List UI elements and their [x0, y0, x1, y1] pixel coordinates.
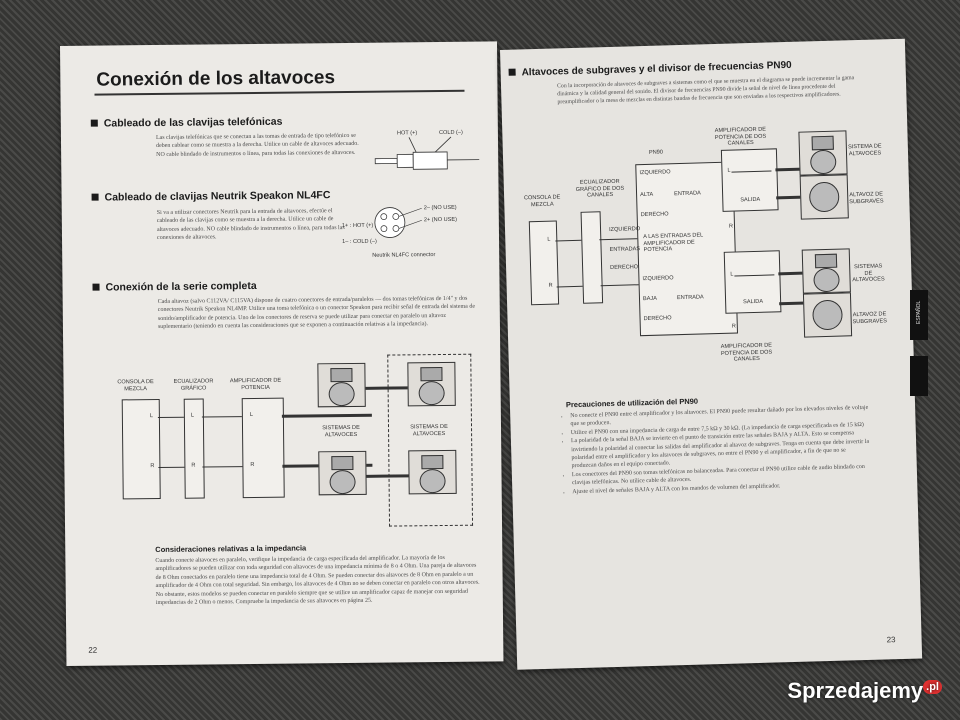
r-amp2-R: R: [731, 323, 736, 330]
right-page: Altavoces de subgraves y el divisor de f…: [500, 38, 923, 670]
speaker-cabinet: [408, 449, 457, 495]
speaker-cable: [365, 386, 408, 390]
r-eq-box: [580, 211, 604, 304]
phone-jacks-text: Las clavijas telefónicas que se conectan…: [155, 132, 359, 158]
wire: [600, 284, 639, 287]
speaker-systems-label-2: SISTEMAS DE ALTAVOCES: [410, 423, 448, 437]
console-box: [121, 398, 161, 500]
speakon-2plus-label: 2+ (NO USE): [423, 216, 457, 224]
page-title: Conexión de los altavoces: [96, 67, 336, 91]
precautions-list: No conecte el PN90 entre el amplificador…: [562, 404, 872, 497]
r-amp1-L: L: [727, 167, 731, 174]
speakon-connector-icon: [374, 207, 422, 238]
right-intro-text: Con la incorporación de altavoces de sub…: [556, 75, 855, 106]
speakon-2minus-label: 2– (NO USE): [423, 204, 457, 212]
speakon-text: Si va a utilizar conectores Neutrik para…: [156, 208, 345, 242]
r-entrada1: ENTRADA: [674, 190, 701, 198]
speaker-cabinet: [407, 361, 456, 407]
speakon-1plus-label: 1+ : HOT (+): [341, 222, 374, 230]
r-derecho1: DERECHO: [640, 211, 669, 219]
phone-plug-icon: [374, 136, 480, 170]
r-amp1-R: R: [728, 223, 734, 230]
console-L: L: [149, 413, 154, 420]
impedance-heading: Consideraciones relativas a la impedanci…: [155, 543, 307, 555]
speakon-1minus-label: 1– : COLD (–): [342, 238, 377, 246]
r-console-label: CONSOLA DE MEZCLA: [523, 194, 561, 208]
speaker-cabinet: [317, 362, 366, 408]
precautions-heading: Precauciones de utilización del PN90: [565, 396, 699, 410]
amp-R: R: [250, 461, 255, 469]
left-page: Conexión de los altavoces Cableado de la…: [60, 41, 504, 666]
r-subwoofer-label-2: ALTAVOZ DE SUBGRAVES: [852, 311, 888, 325]
r-izq1: IZQUIERDO: [639, 169, 671, 177]
section-heading-full-series: Conexión de la serie completa: [92, 280, 256, 294]
impedance-text: Cuando conecte altavoces en paralelo, ve…: [155, 554, 480, 607]
amp-L: L: [249, 411, 254, 419]
r-amp1-label: AMPLIFICADOR DE POTENCIA DE DOS CANALES: [714, 126, 767, 147]
eq-L: L: [190, 412, 195, 419]
speaker-systems-label-1: SISTEMAS DE ALTAVOCES: [322, 424, 360, 438]
r-izq3: IZQUIERDO: [642, 275, 674, 283]
r-salida1: SALIDA: [740, 196, 761, 204]
watermark-tld: .pl: [923, 680, 942, 694]
page-number-left: 22: [88, 645, 98, 655]
full-range-speaker: [801, 248, 851, 294]
section-heading-speakon: Cableado de clavijas Neutrik Speakon NL4…: [92, 189, 331, 204]
eq-box: [183, 398, 205, 499]
full-series-text: Cada altavoz (salvo C112VA/ C115VA) disp…: [157, 295, 476, 331]
r-amp2-label: AMPLIFICADOR DE POTENCIA DE DOS CANALES: [720, 342, 773, 363]
right-page-title: Altavoces de subgraves y el divisor de f…: [508, 60, 791, 79]
subwoofer-cabinet: [802, 292, 853, 338]
r-to-amp-inputs: A LAS ENTRADAS DEL AMPLIFICADOR DE POTEN…: [643, 232, 704, 254]
wire: [599, 238, 638, 241]
diagram-console-label: CONSOLA DE MEZCLA: [117, 379, 154, 392]
r-subwoofer-label-1: ALTAVOZ DE SUBGRAVES: [849, 191, 884, 205]
watermark: Sprzedajemy.pl: [787, 678, 942, 704]
watermark-text: Sprzedajemy: [787, 678, 924, 703]
amp-box: [241, 397, 285, 499]
eq-R: R: [191, 462, 196, 469]
r-console-box: [528, 220, 560, 306]
r-izq2: IZQUIERDO: [608, 226, 641, 234]
speaker-cable: [366, 474, 409, 478]
console-R: R: [150, 463, 155, 470]
full-range-speaker: [798, 130, 848, 176]
r-console-R: R: [548, 282, 553, 289]
r-entradas: ENTRADAS: [609, 246, 641, 254]
r-alta: ALTA: [640, 191, 654, 199]
wire: [556, 285, 583, 288]
wire: [157, 416, 184, 418]
r-amp2-L: L: [730, 271, 734, 278]
r-derecho3: DERECHO: [643, 315, 672, 323]
wire: [555, 239, 582, 242]
subwoofer-cabinet: [799, 174, 849, 220]
wire: [201, 416, 242, 418]
page-number-right: 23: [886, 635, 896, 645]
full-series-diagram: CONSOLA DE MEZCLA ECUALIZADOR GRÁFICO AM…: [103, 353, 475, 528]
r-console-L: L: [547, 236, 551, 243]
language-tab-label: ESPAÑOL: [916, 300, 922, 324]
speakon-connector-diagram: 2– (NO USE) 2+ (NO USE) 1+ : HOT (+) 1– …: [342, 202, 483, 265]
section-heading-phone-jacks: Cableado de las clavijas telefónicas: [91, 116, 283, 130]
r-entrada2: ENTRADA: [676, 294, 704, 302]
r-baja: BAJA: [642, 295, 658, 303]
speakon-caption: Neutrik NL4FC connector: [372, 252, 436, 259]
r-eq-label: ECUALIZADOR GRÁFICO DE DOS CANALES: [575, 178, 625, 199]
wire: [158, 466, 185, 468]
r-speaker-systems-label-2: SISTEMAS DE ALTAVOCES: [852, 263, 885, 284]
pn90-diagram: CONSOLA DE MEZCLA ECUALIZADOR GRÁFICO DE…: [512, 123, 889, 383]
phone-plug-diagram: HOT (+) COLD (–): [371, 130, 481, 176]
r-speaker-system-label: SISTEMA DE ALTAVOCES: [847, 143, 882, 157]
diagram-eq-label: ECUALIZADOR GRÁFICO: [173, 378, 214, 392]
language-tab: ESPAÑOL: [910, 290, 928, 340]
r-pn90-label: PN90: [648, 149, 664, 156]
r-derecho2: DERECHO: [610, 264, 639, 272]
r-salida2: SALIDA: [743, 298, 764, 306]
speaker-cable: [281, 413, 372, 418]
wire: [202, 466, 243, 468]
diagram-amp-label: AMPLIFICADOR DE POTENCIA: [229, 377, 282, 391]
speaker-cabinet: [318, 450, 367, 496]
language-tab-2: [910, 356, 928, 396]
